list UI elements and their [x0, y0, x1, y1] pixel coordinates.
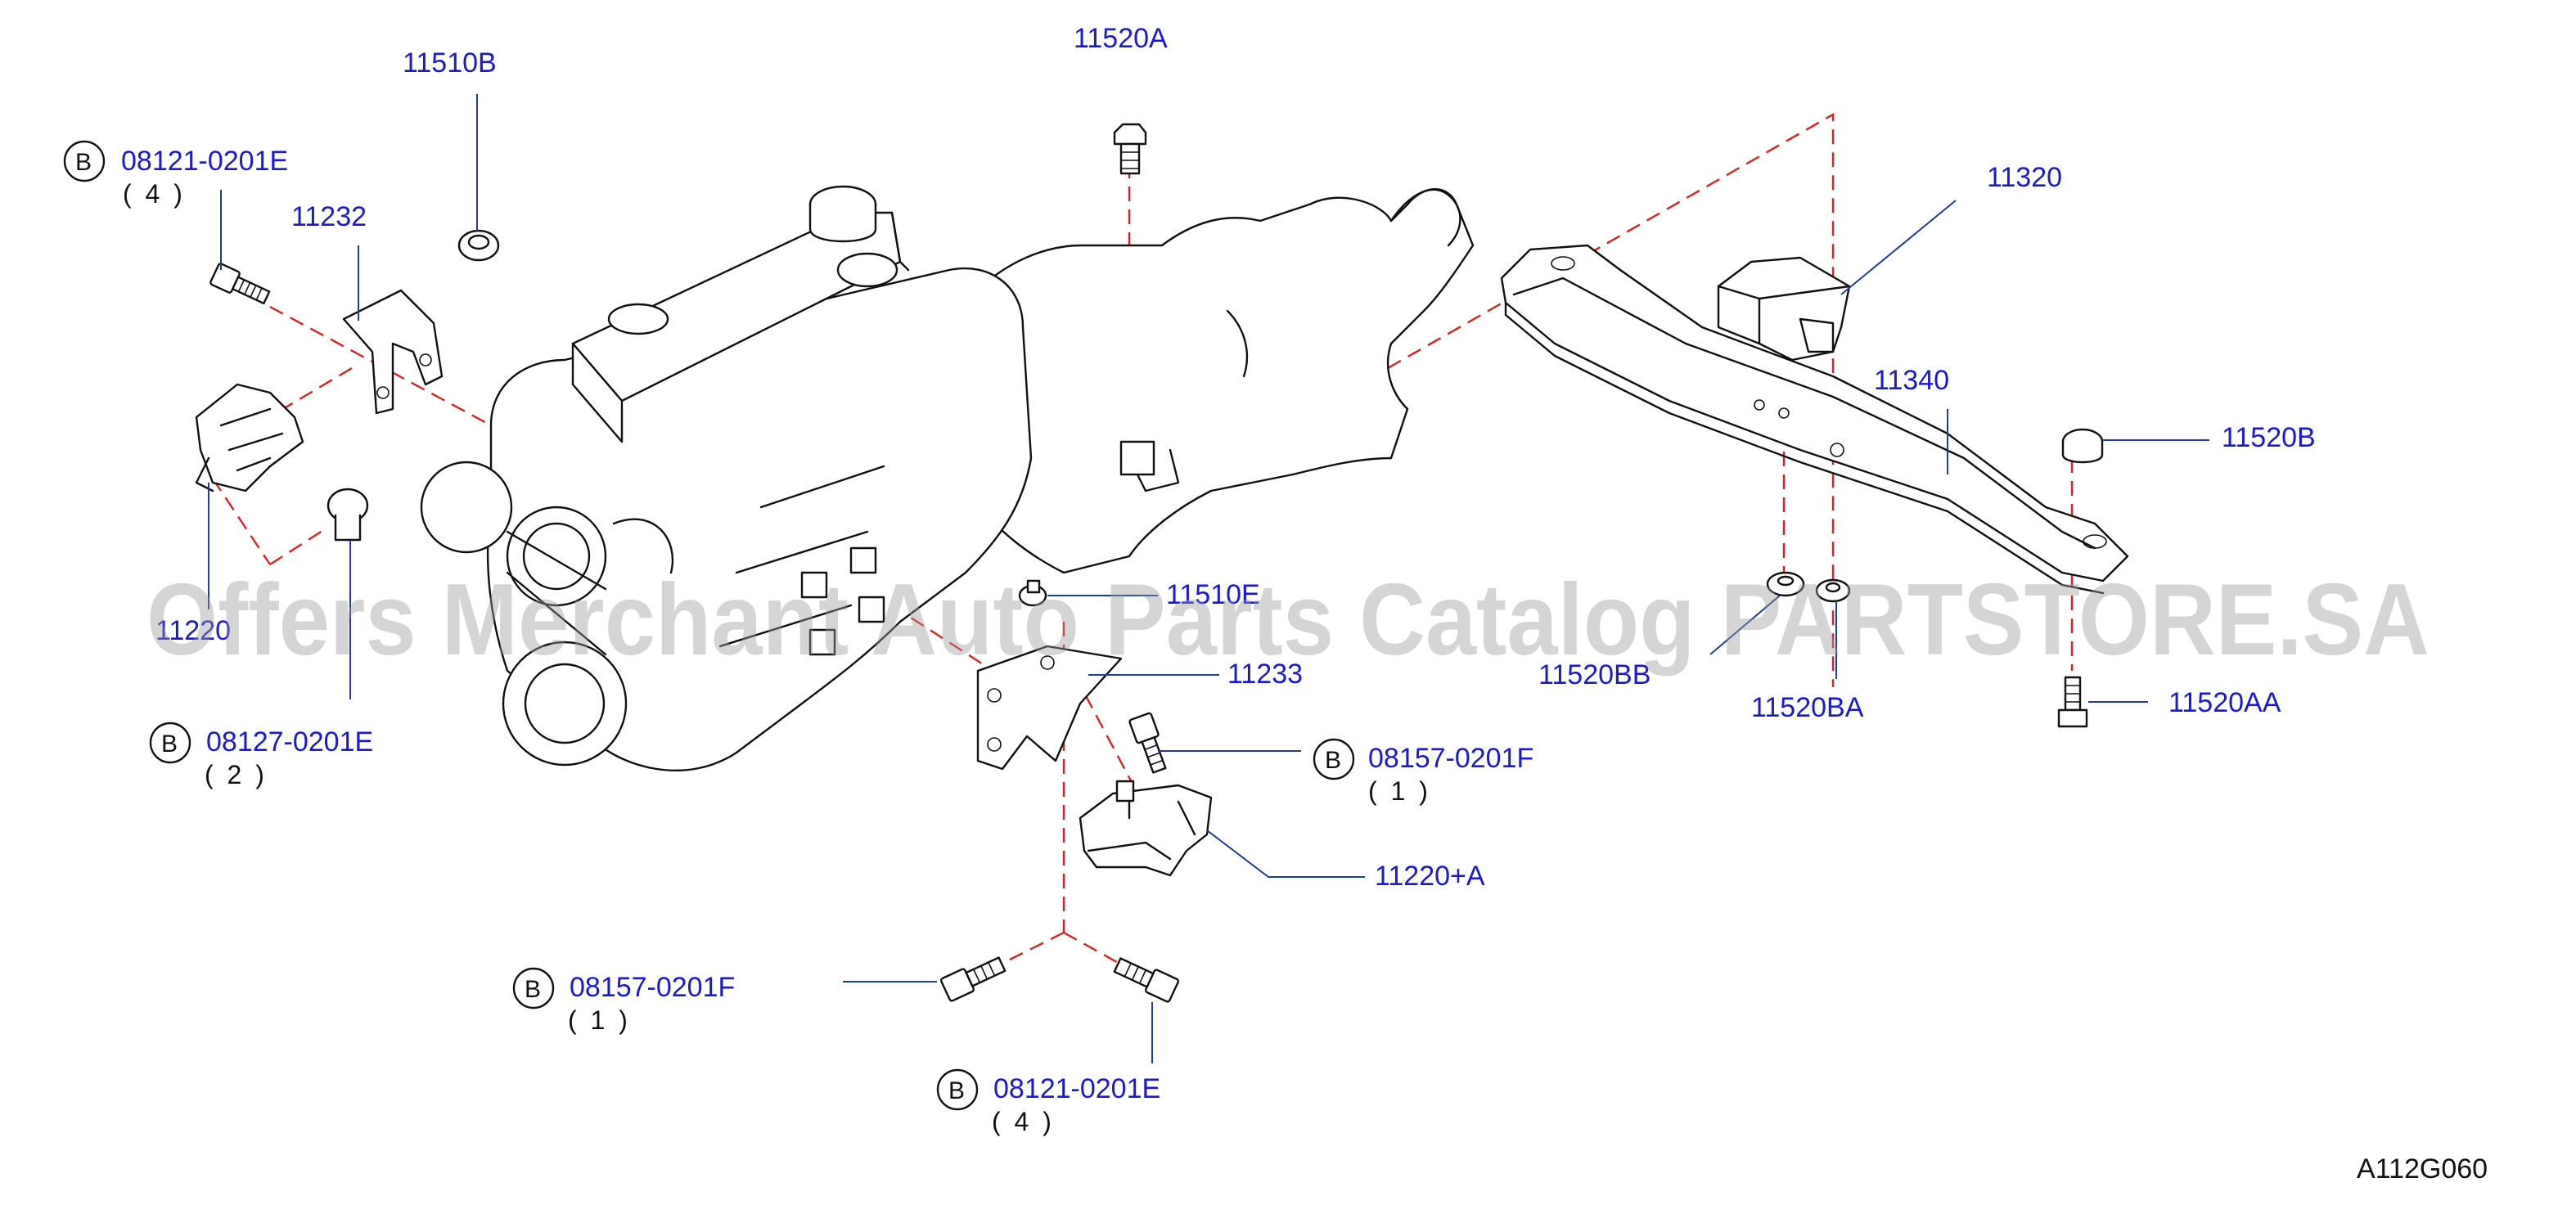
bracket-11232-icon: [342, 289, 444, 415]
bolt-ref-08121-lower[interactable]: B 08121-0201E ( 4 ): [936, 1068, 1160, 1136]
callout-11220[interactable]: 11220: [155, 615, 231, 646]
bolt-11520A-icon: [1113, 123, 1147, 175]
bolt-08157-lower-icon: [939, 956, 1007, 1002]
bolt-ref-code: 08157-0201F: [570, 972, 735, 1003]
callout-11233[interactable]: 11233: [1227, 659, 1303, 690]
callout-11520BB[interactable]: 11520BB: [1538, 659, 1651, 690]
transmission-case: [948, 188, 1475, 574]
nut-11510B-icon: [457, 229, 500, 262]
bolt-08157-upper-icon: [1128, 712, 1167, 774]
insulator-11220A-icon: [1079, 784, 1213, 877]
callout-11320[interactable]: 11320: [1987, 162, 2062, 193]
bolt-ref-qty: ( 4 ): [992, 1107, 1055, 1136]
callout-11232[interactable]: 11232: [291, 201, 367, 232]
callout-11340[interactable]: 11340: [1874, 365, 1949, 396]
washer-11520BB-icon: [1766, 571, 1805, 597]
svg-text:B: B: [1325, 747, 1341, 774]
bolt-ref-qty: ( 2 ): [205, 760, 268, 789]
callout-11520A[interactable]: 11520A: [1074, 23, 1168, 54]
diagram-code: A112G060: [2357, 1153, 2488, 1185]
washer-11520BA-icon: [1815, 578, 1851, 603]
svg-text:B: B: [525, 976, 541, 1003]
bolt-ref-code: 08121-0201E: [993, 1073, 1160, 1104]
bolt-08121-lower-icon: [1113, 957, 1180, 1003]
bolt-08127-icon: [327, 488, 369, 542]
nut-11520B-icon: [2061, 428, 2104, 464]
crossmember-group: [1500, 244, 2129, 728]
bolt-ref-qty: ( 1 ): [1368, 776, 1431, 806]
callout-11510B[interactable]: 11510B: [403, 47, 497, 79]
bolt-ref-qty: ( 1 ): [568, 1005, 631, 1035]
watermark: Offers Merchant Auto Parts Catalog PARTS…: [146, 564, 2430, 677]
bolt-references: B 08121-0201E ( 4 ) B 08127-0201E ( 2 ) …: [63, 140, 1533, 1136]
nut-11510E-icon: [1018, 579, 1047, 607]
svg-text:B: B: [161, 731, 178, 758]
bolt-ref-qty: ( 4 ): [123, 179, 186, 209]
bolt-ref-08121-top[interactable]: B 08121-0201E ( 4 ): [63, 140, 288, 209]
right-mount-group: [939, 123, 1213, 1003]
leader-lines: [208, 94, 2209, 1063]
svg-text:B: B: [75, 149, 92, 176]
bracket-11233-icon: [976, 645, 1123, 771]
callout-11520BA[interactable]: 11520BA: [1751, 692, 1864, 723]
svg-text:B: B: [948, 1077, 965, 1104]
bolt-ref-code: 08157-0201F: [1368, 743, 1533, 774]
bolt-ref-08127[interactable]: B 08127-0201E ( 2 ): [149, 722, 373, 789]
engine-transmission-assembly: [420, 185, 1475, 771]
insulator-11220-icon: [195, 383, 304, 492]
left-mount-group: [195, 229, 500, 542]
callout-11510E[interactable]: 11510E: [1166, 579, 1260, 610]
callout-11520AA[interactable]: 11520AA: [2168, 687, 2281, 718]
bolt-ref-code: 08121-0201E: [121, 146, 288, 177]
bolt-11520AA-icon: [2057, 676, 2088, 728]
bolt-ref-08157-upper[interactable]: B 08157-0201F ( 1 ): [1313, 738, 1533, 806]
callout-labels: 11510B 11520A 11320 11232 11340 11520B 1…: [155, 23, 2316, 892]
bolt-ref-code: 08127-0201E: [206, 726, 373, 758]
callout-11520B[interactable]: 11520B: [2222, 422, 2316, 453]
bolt-ref-08157-lower[interactable]: B 08157-0201F ( 1 ): [512, 967, 735, 1035]
bolt-08121-top-icon: [209, 263, 271, 305]
callout-11220A[interactable]: 11220+A: [1375, 861, 1485, 892]
